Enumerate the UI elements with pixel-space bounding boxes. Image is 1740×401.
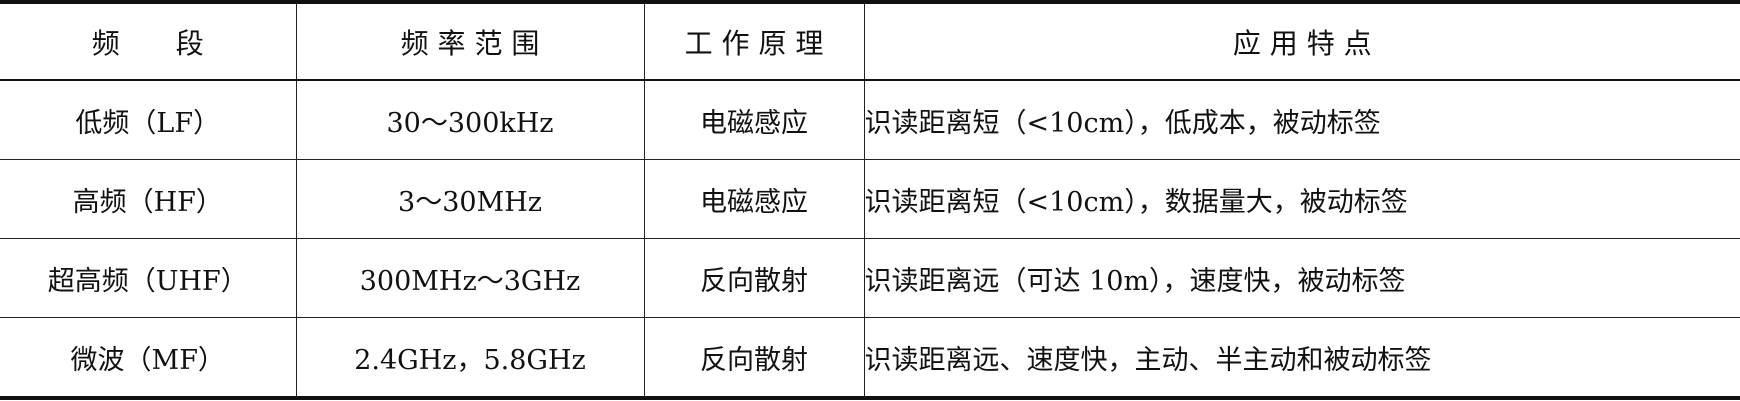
table-row: 微波（MF） 2.4GHz，5.8GHz 反向散射 识读距离远、速度快，主动、半… (0, 317, 1740, 400)
header-frequency-range: 频 率 范 围 (295, 0, 644, 81)
cell-application-features: 识读距离短（<10cm），低成本，被动标签 (863, 80, 1740, 160)
cell-application-features: 识读距离远、速度快，主动、半主动和被动标签 (863, 317, 1740, 400)
cell-working-principle: 反向散射 (643, 317, 864, 400)
cell-frequency-range: 300MHz～3GHz (295, 238, 644, 318)
cell-working-principle: 电磁感应 (643, 80, 864, 160)
cell-frequency-range: 30～300kHz (295, 80, 644, 160)
cell-band: 超高频（UHF） (0, 238, 296, 318)
header-application-features: 应 用 特 点 (863, 0, 1740, 81)
header-working-principle: 工 作 原 理 (643, 0, 864, 81)
header-band: 频 段 (0, 0, 296, 81)
table-row: 低频（LF） 30～300kHz 电磁感应 识读距离短（<10cm），低成本，被… (0, 80, 1740, 160)
cell-working-principle: 电磁感应 (643, 159, 864, 239)
table-row: 高频（HF） 3～30MHz 电磁感应 识读距离短（<10cm），数据量大，被动… (0, 159, 1740, 239)
cell-frequency-range: 2.4GHz，5.8GHz (295, 317, 644, 400)
table-header-row: 频 段 频 率 范 围 工 作 原 理 应 用 特 点 (0, 0, 1740, 81)
cell-frequency-range: 3～30MHz (295, 159, 644, 239)
cell-band: 微波（MF） (0, 317, 296, 400)
cell-band: 高频（HF） (0, 159, 296, 239)
table-row: 超高频（UHF） 300MHz～3GHz 反向散射 识读距离远（可达 10m），… (0, 238, 1740, 318)
cell-band: 低频（LF） (0, 80, 296, 160)
cell-application-features: 识读距离远（可达 10m），速度快，被动标签 (863, 238, 1740, 318)
cell-application-features: 识读距离短（<10cm），数据量大，被动标签 (863, 159, 1740, 239)
cell-working-principle: 反向散射 (643, 238, 864, 318)
